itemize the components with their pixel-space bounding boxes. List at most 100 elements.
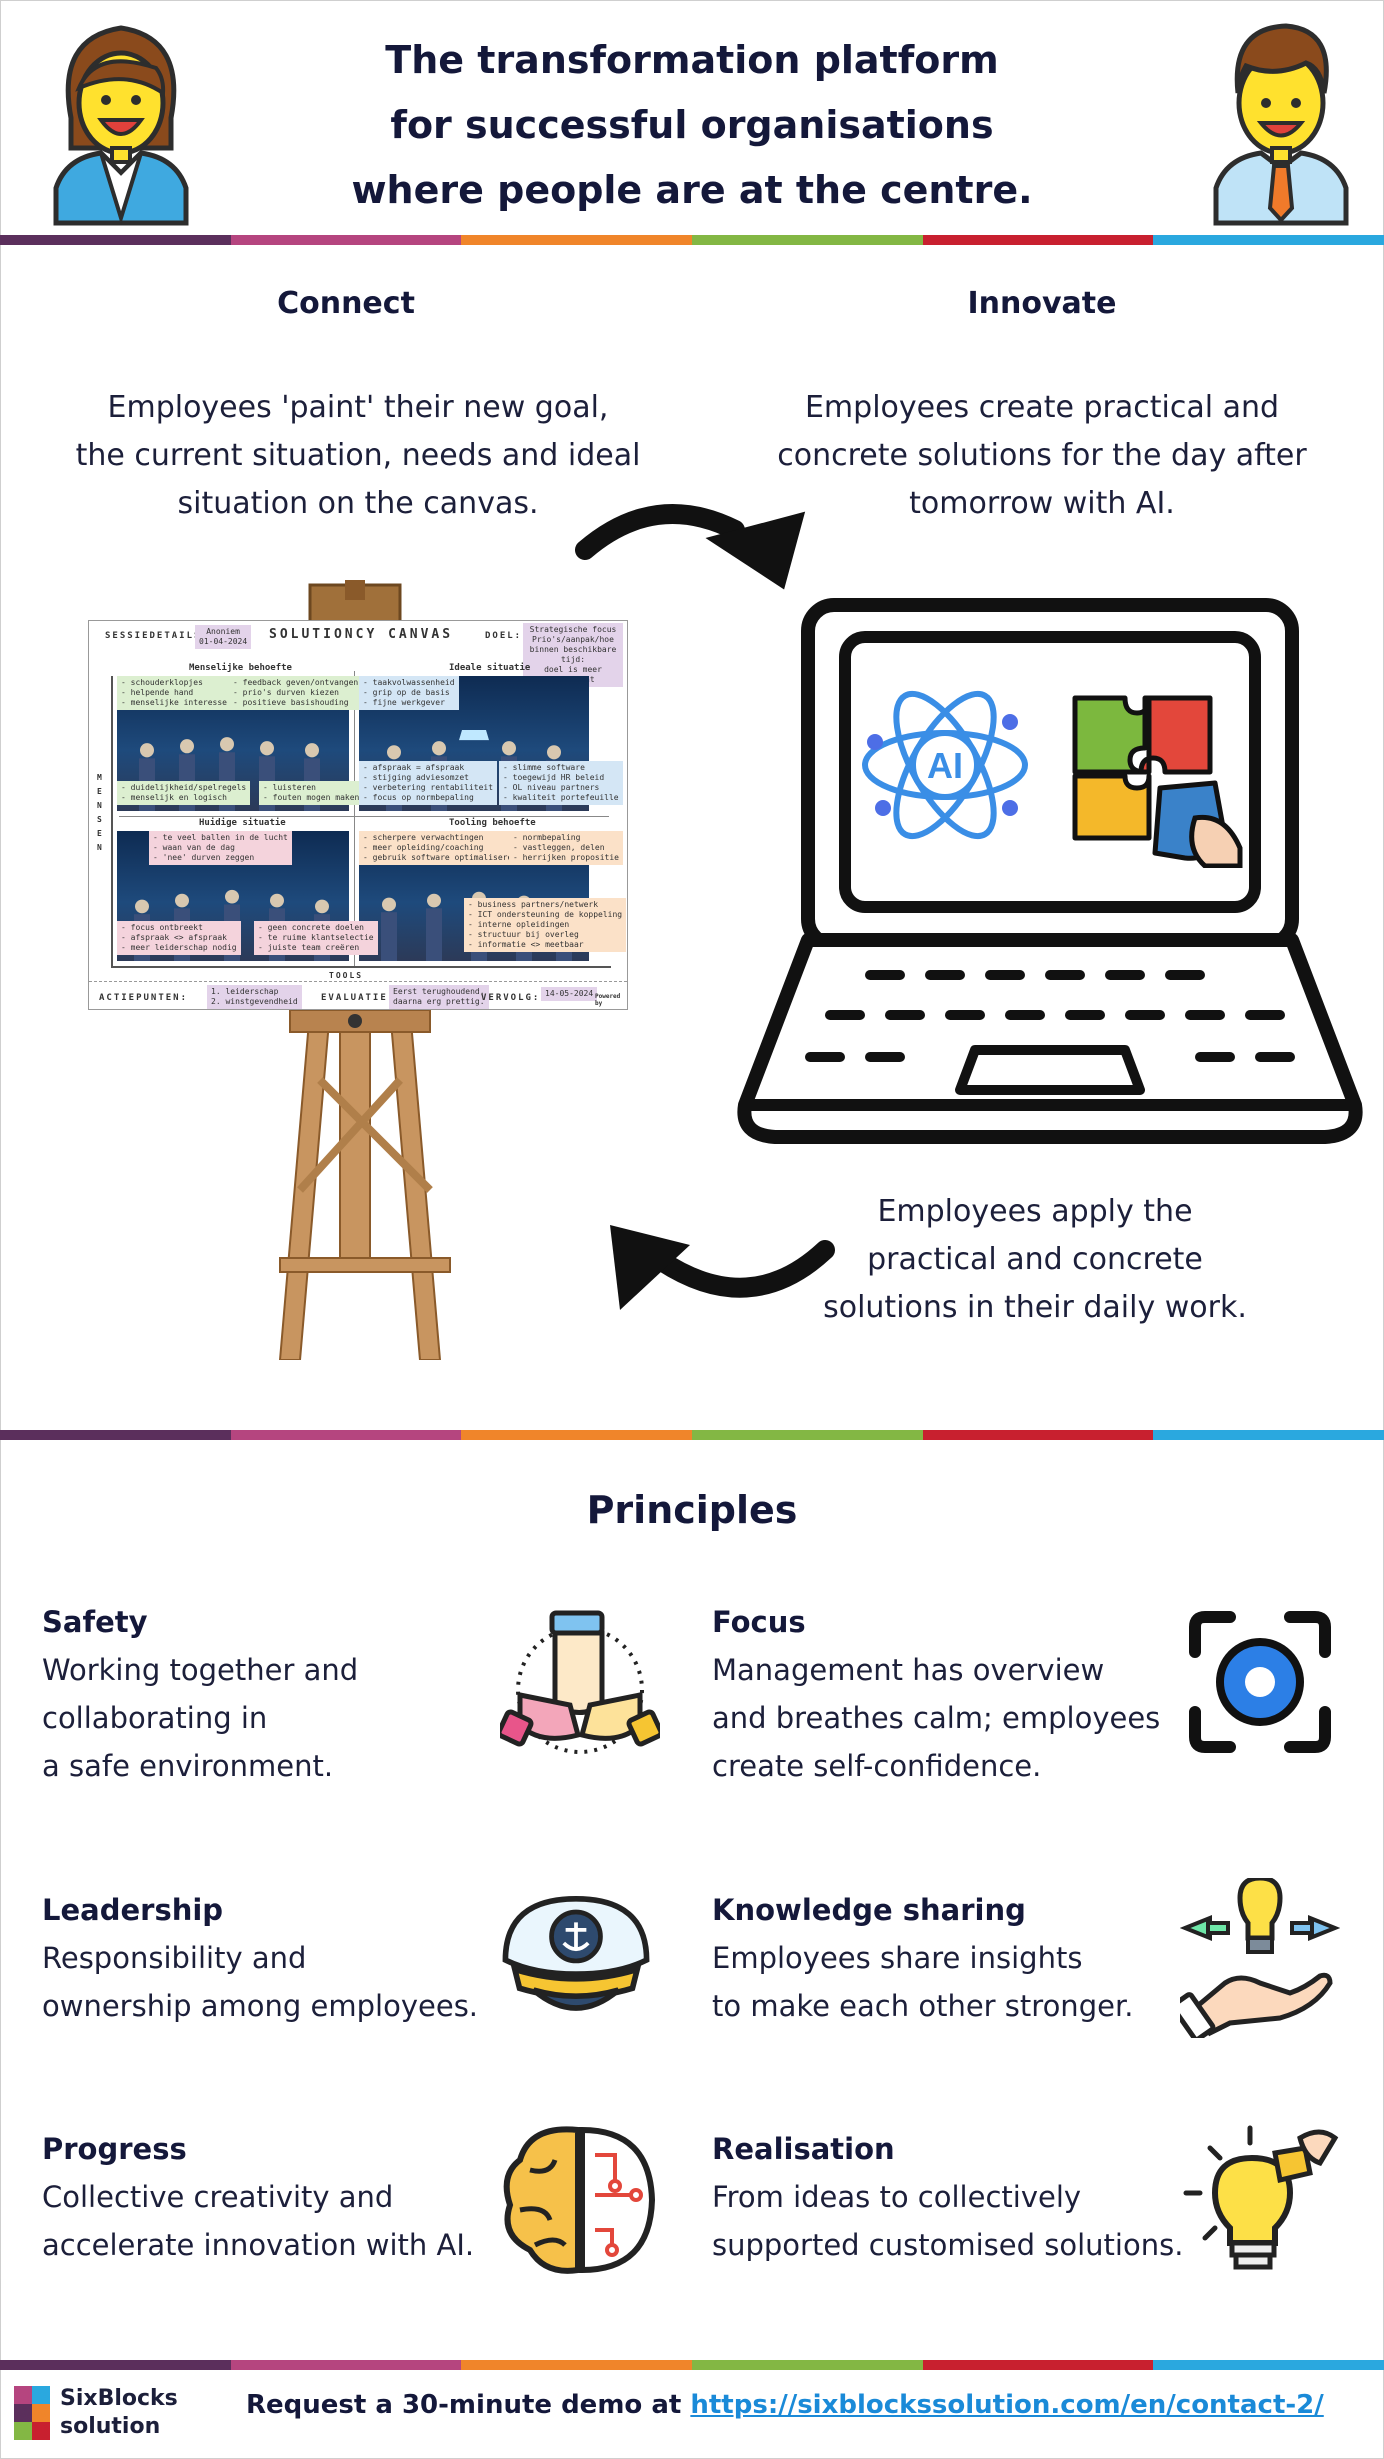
joined-hands-icon (500, 1610, 660, 1754)
principle-title: Knowledge sharing (712, 1893, 1026, 1927)
principle-line: ownership among employees. (42, 1989, 479, 2023)
stripe-segment-5 (922, 235, 1154, 245)
contact-link[interactable]: https://sixblockssolution.com/en/contact… (690, 2390, 1324, 2420)
color-stripe-middle (0, 1430, 1384, 1440)
apply-line-3: solutions in their daily work. (823, 1290, 1247, 1325)
q1-note-b: - feedback geven/ontvangen - prio's durv… (229, 676, 363, 710)
q1-note-a: - schouderklopjes - helpende hand - mens… (117, 676, 231, 710)
page-title: The transformation platform for successf… (300, 28, 1084, 223)
stripe-segment-3 (461, 2360, 693, 2370)
stripe-segment-3 (461, 1430, 693, 1440)
ai-atom-icon: AI (862, 690, 1028, 840)
arrow-left-icon (610, 1225, 835, 1310)
principle-line: Management has overview (712, 1653, 1105, 1687)
principle-progress: Progress Collective creativity and accel… (42, 2125, 512, 2269)
title-line-1: The transformation platform (385, 38, 999, 82)
eval-value-1: Eerst terughoudend, (393, 987, 485, 996)
innovate-line-2: concrete solutions for the day after (777, 438, 1307, 473)
principle-focus: Focus Management has overview and breath… (712, 1598, 1182, 1790)
principle-line: to make each other stronger. (712, 1989, 1134, 2023)
vertical-axis (111, 676, 113, 966)
logo-line-1: SixBlocks (60, 2386, 178, 2411)
principle-line: Responsibility and (42, 1941, 307, 1975)
footer-cta: Request a 30-minute demo at https://sixb… (246, 2390, 1324, 2420)
innovate-line-1: Employees create practical and (804, 390, 1280, 425)
logo-line-2: solution (60, 2414, 161, 2439)
principles-title: Principles (586, 1488, 798, 1532)
stripe-segment-2 (230, 235, 462, 245)
color-stripe-top (0, 235, 1384, 245)
q4-title: Tooling behoefte (449, 818, 536, 828)
q4-note-b: - normbepaling - vastleggen, delen - her… (509, 831, 623, 865)
eval-note: Eerst terughoudend, daarna erg prettig. (389, 985, 489, 1009)
stripe-segment-4 (692, 2360, 923, 2370)
session-label: SESSIEDETAILS: (105, 631, 209, 641)
connect-line-2: the current situation, needs and ideal (75, 438, 641, 473)
innovate-title: Innovate (967, 286, 1117, 321)
principle-knowledge-sharing: Knowledge sharing Employees share insigh… (712, 1886, 1182, 2030)
man-avatar-icon (1213, 23, 1349, 226)
q1-note-d: - luisteren - fouten mogen maken (259, 781, 364, 805)
goal-value-2: Prio's/aanpak/hoe (532, 635, 614, 644)
q1-title: Menselijke behoefte (189, 663, 292, 673)
idea-hand-icon (1180, 1878, 1340, 2038)
stripe-segment-4 (692, 1430, 923, 1440)
principle-line: accelerate innovation with AI. (42, 2228, 475, 2262)
footer-logo-text: SixBlocks solution (60, 2385, 178, 2441)
arrow-right-icon (575, 504, 806, 590)
woman-avatar-icon (53, 25, 189, 226)
powered-by: Powered by (595, 993, 621, 1007)
solutioncy-canvas: SESSIEDETAILS: Anoniem 01-04-2024 SOLUTI… (88, 620, 628, 1010)
eval-label: EVALUATIE: (321, 993, 396, 1003)
q1-note-c: - duidelijkheid/spelregels - menselijk e… (117, 781, 251, 805)
bottom-label: TOOLS (329, 971, 364, 980)
stripe-segment-3 (461, 235, 693, 245)
title-line-3: where people are at the centre. (351, 168, 1033, 212)
principle-line: Collective creativity and (42, 2180, 394, 2214)
stripe-segment-1 (0, 2360, 231, 2370)
goal-value-3: binnen beschikbare tijd: (529, 645, 617, 664)
stripe-segment-2 (230, 2360, 462, 2370)
stripe-segment-5 (922, 1430, 1154, 1440)
canvas-title: SOLUTIONCY CANVAS (269, 627, 454, 642)
principle-line: create self-confidence. (712, 1749, 1042, 1783)
stripe-segment-5 (922, 2360, 1154, 2370)
q4-note-c: - business partners/netwerk - ICT onders… (464, 898, 627, 952)
eval-value-2: daarna erg prettig. (393, 997, 485, 1006)
q4-note-a: - scherpere verwachtingen - meer opleidi… (359, 831, 522, 865)
apply-line-2: practical and concrete (867, 1242, 1203, 1277)
sixblocks-logo-icon (14, 2386, 50, 2440)
principle-line: supported customised solutions. (712, 2228, 1184, 2262)
focus-target-icon (1189, 1611, 1331, 1753)
followup-value: 14-05-2024 (541, 987, 598, 1001)
board-divider (89, 981, 627, 982)
q3-note-c: - geen concrete doelen - te ruime klants… (254, 921, 378, 955)
title-line-2: for successful organisations (390, 103, 994, 147)
captain-hat-icon (502, 1895, 650, 2011)
bulb-puzzle-icon (1183, 2125, 1339, 2270)
principle-realisation: Realisation From ideas to collectively s… (712, 2125, 1184, 2269)
principle-title: Progress (42, 2132, 187, 2166)
ai-label: AI (927, 745, 963, 786)
stripe-segment-6 (1153, 235, 1384, 245)
principle-safety: Safety Working together and collaboratin… (42, 1598, 512, 1790)
q3-note-b: - focus ontbreekt - afspraak <> afspraak… (117, 921, 241, 955)
actions-value-2: 2. winstgevendheid (211, 997, 298, 1006)
easel-icon (278, 580, 451, 1360)
apply-line-1: Employees apply the (877, 1194, 1193, 1229)
q3-note-a: - te veel ballen in de lucht - waan van … (149, 831, 292, 865)
principle-title: Leadership (42, 1893, 224, 1927)
q2-title: Ideale situatie (449, 663, 531, 673)
principle-title: Focus (712, 1605, 806, 1639)
principle-line: Employees share insights (712, 1941, 1083, 1975)
q3-title: Huidige situatie (199, 818, 286, 828)
q2-note-a: - taakvolwassenheid - grip op de basis -… (359, 676, 459, 710)
quadrant-divider-h (119, 816, 609, 817)
stripe-segment-4 (692, 235, 923, 245)
stripe-segment-6 (1153, 2360, 1384, 2370)
principle-line: a safe environment. (42, 1749, 334, 1783)
principle-title: Realisation (712, 2132, 895, 2166)
brain-circuit-icon (503, 2126, 656, 2274)
stripe-segment-1 (0, 235, 231, 245)
stripe-segment-2 (230, 1430, 462, 1440)
